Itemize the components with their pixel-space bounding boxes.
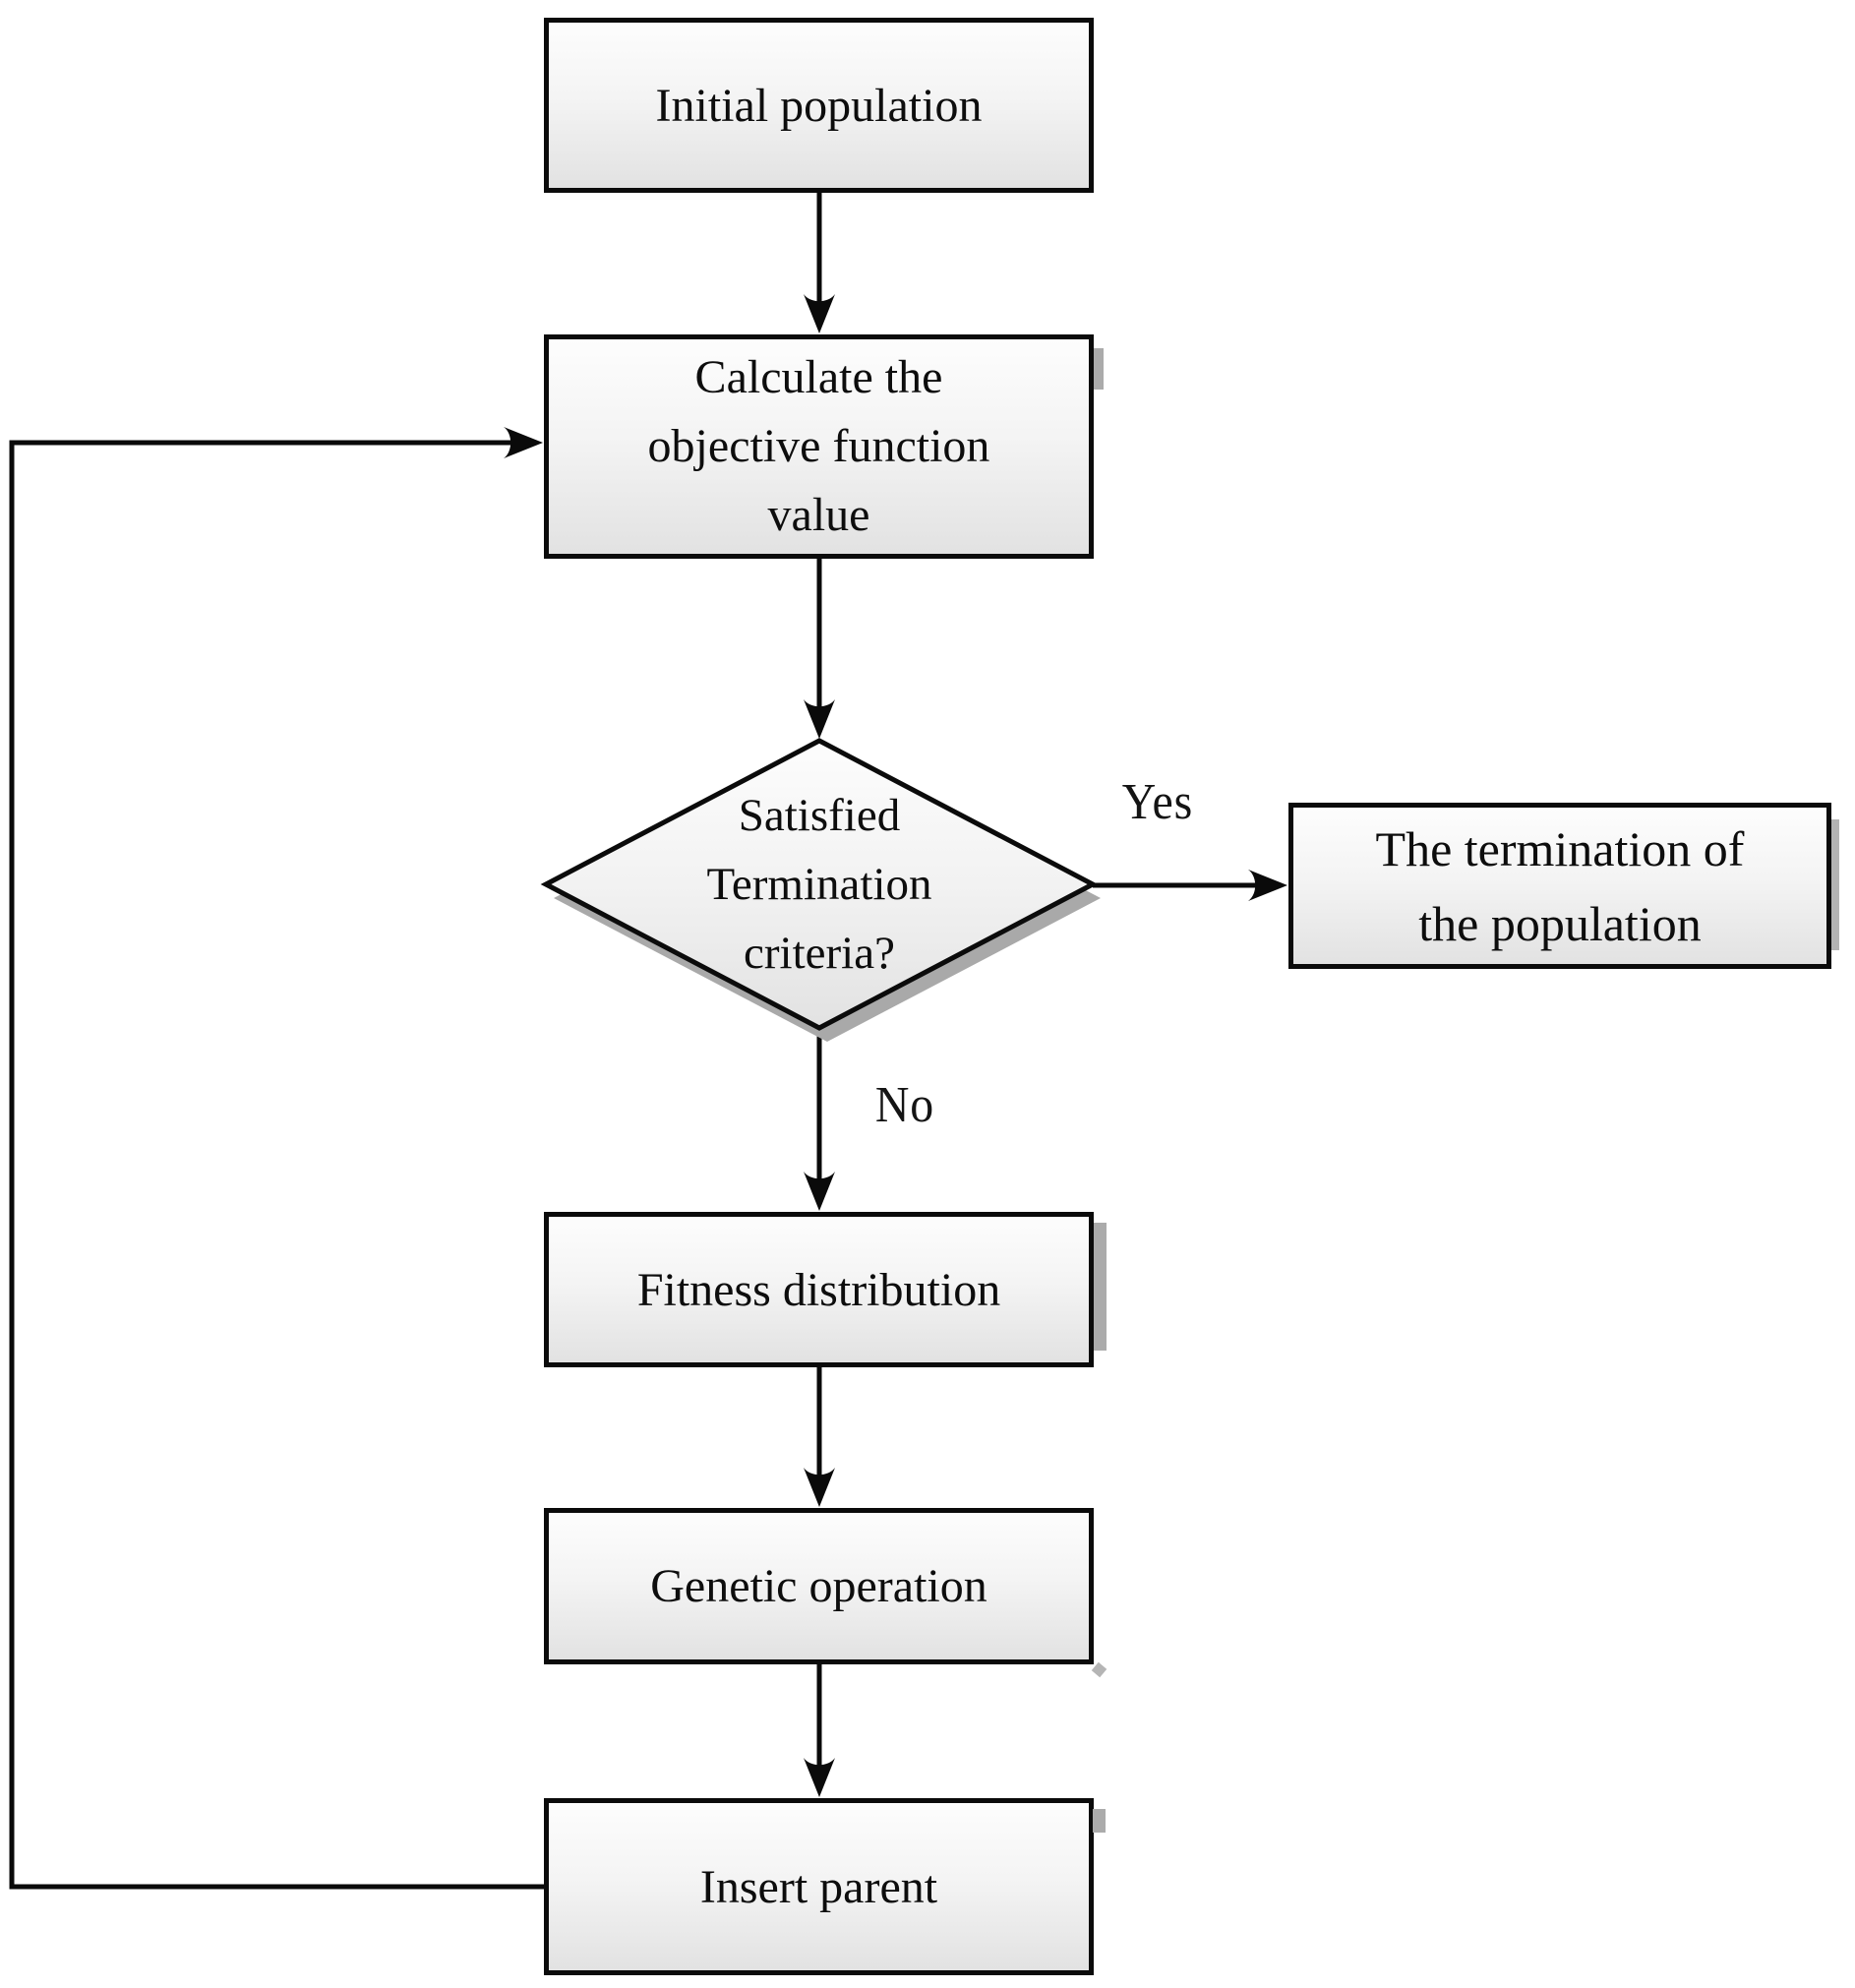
node-genetic-operation: Genetic operation	[544, 1508, 1094, 1664]
node-initial-population: Initial population	[544, 18, 1094, 193]
node-termination-of-population: The termination of the population	[1288, 803, 1839, 969]
node-decision-termination-criteria-label: Satisfied Termination criteria?	[706, 790, 932, 979]
node-genetic-operation-label: Genetic operation	[650, 1560, 987, 1612]
node-insert-parent-label: Insert parent	[699, 1860, 938, 1913]
edge-insert-to-calculate	[9, 427, 544, 1890]
node-initial-population-label: Initial population	[655, 79, 983, 132]
node-calculate-objective-function: Calculate the objective function value	[544, 334, 1104, 565]
node-calculate-objective-function-label: Calculate the objective function value	[647, 351, 990, 541]
node-insert-parent: Insert parent	[544, 1798, 1106, 1975]
edge-label-no: No	[874, 1077, 935, 1133]
decision-diamond	[540, 738, 1099, 1031]
node-fitness-distribution: Fitness distribution	[544, 1212, 1107, 1367]
node-fitness-distribution-label: Fitness distribution	[636, 1263, 1001, 1316]
edge-label-yes: Yes	[1121, 774, 1194, 830]
node-termination-of-population-label: The termination of the population	[1375, 820, 1745, 951]
